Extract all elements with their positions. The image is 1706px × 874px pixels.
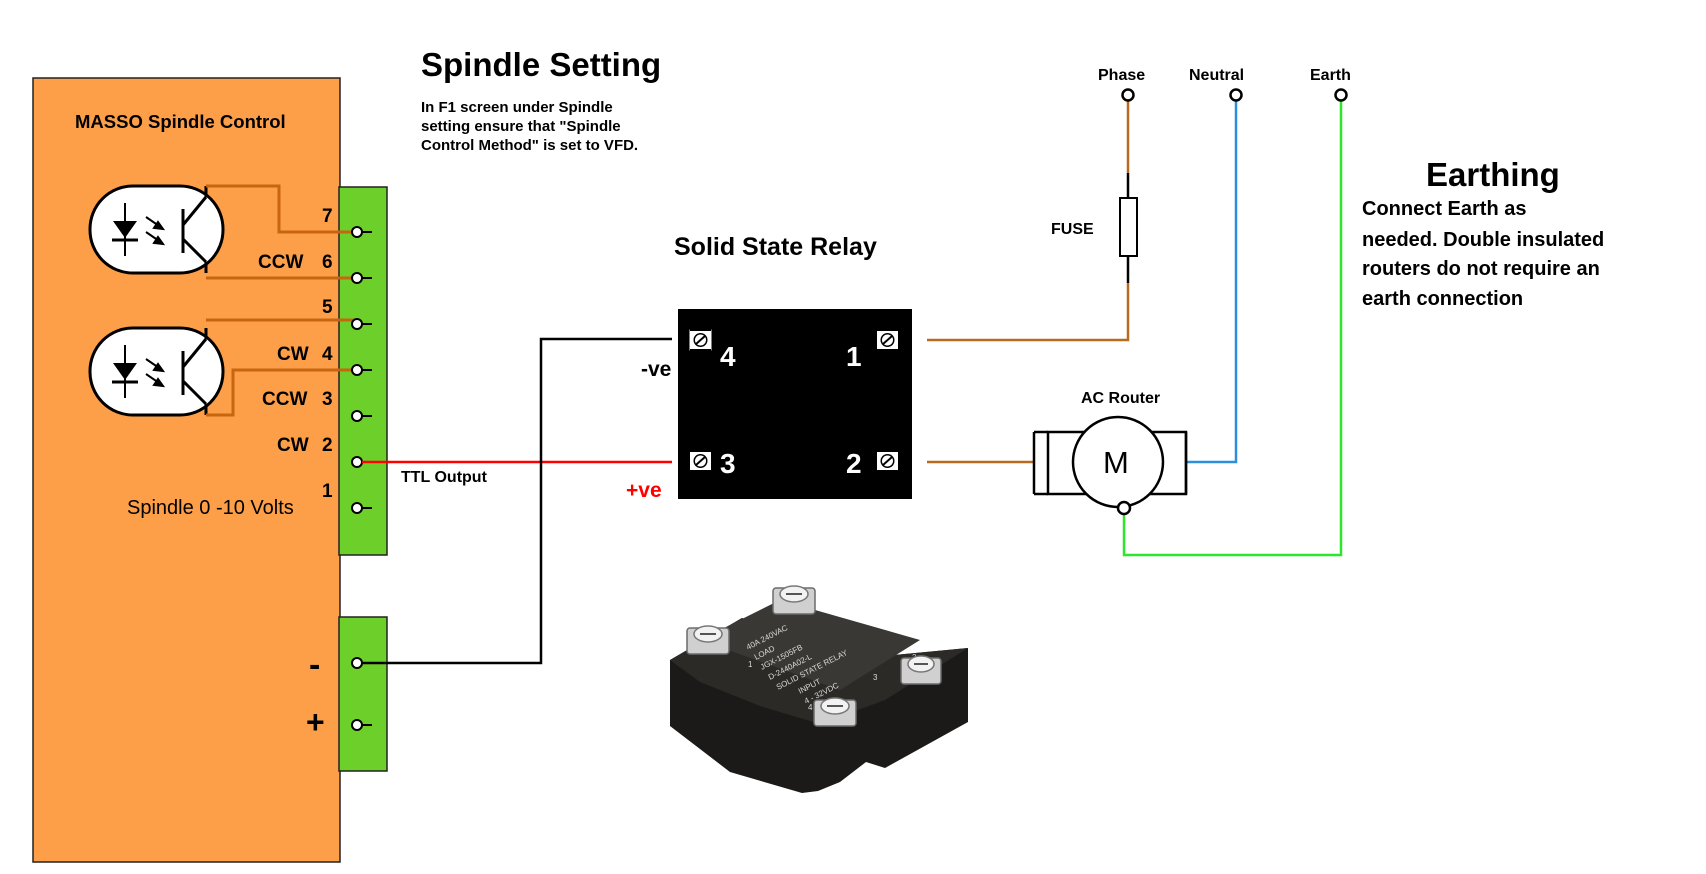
pin-2-number: 2 — [322, 435, 333, 456]
router-title: AC Router — [1081, 390, 1160, 407]
led-symbol — [112, 345, 138, 398]
relay-photo-face — [700, 600, 920, 690]
spindle-setting-note: In F1 screen under Spindle setting ensur… — [421, 99, 638, 154]
spindle-setting-note-line-2: setting ensure that "Spindle — [421, 118, 621, 135]
spindle-voltage-label: Spindle 0 -10 Volts — [127, 497, 294, 519]
pin-4-cw-label: CW — [277, 344, 309, 365]
earthing-note-line-3: routers do not require an — [1362, 258, 1600, 280]
pin-4-number: 4 — [322, 344, 333, 365]
pin-6-number: 6 — [322, 252, 333, 273]
phototransistor-symbol — [181, 328, 208, 415]
neutral-wire — [1186, 101, 1238, 464]
terminal-6 — [351, 272, 363, 284]
optocoupler-1 — [88, 184, 225, 275]
solid-state-relay — [678, 309, 912, 499]
spindle-setting-title: Spindle Setting — [421, 46, 661, 83]
relay-terminal-2 — [877, 450, 898, 472]
spindle-setting-note-line-1: In F1 screen under Spindle — [421, 99, 613, 116]
terminal-5 — [351, 318, 363, 330]
earthing-note-line-4: earth connection — [1362, 288, 1523, 310]
optocoupler-wiring — [206, 184, 357, 417]
pin-2-cw-label: CW — [277, 435, 309, 456]
relay-title: Solid State Relay — [674, 233, 877, 261]
terminal-screws — [351, 226, 363, 731]
terminal-stubs — [362, 231, 372, 726]
pin-3-number: 3 — [322, 389, 333, 410]
ac-router-motor — [1032, 415, 1188, 516]
neutral-terminal — [1229, 88, 1243, 102]
neutral-label: Neutral — [1189, 67, 1244, 84]
led-symbol — [112, 203, 138, 256]
relay-photo-label: 40A 240VAC LOAD JGX-1505FB D-2440A02-L S… — [745, 623, 917, 712]
pin-5-number: 5 — [322, 297, 333, 318]
relay-terminal-3 — [690, 450, 711, 472]
relay-terminal-1 — [877, 329, 898, 351]
relay-photo-t4: 4 — [808, 703, 813, 712]
terminal-plus — [351, 719, 363, 731]
ttl-output-label: TTL Output — [401, 469, 488, 486]
phototransistor-symbol — [181, 186, 208, 273]
light-arrows-icon — [145, 358, 166, 388]
optocoupler-2-body — [88, 326, 225, 417]
relay-terminal-1-number: 1 — [846, 341, 862, 372]
relay-terminal-4 — [689, 329, 712, 351]
terminal-4 — [351, 364, 363, 376]
relay-terminal-3-number: 3 — [720, 448, 736, 479]
pin-7-number: 7 — [322, 206, 333, 227]
power-minus-label: - — [309, 646, 320, 684]
optocoupler-1-body — [88, 184, 225, 275]
terminal-minus — [351, 657, 363, 669]
relay-photo-t3: 3 — [873, 673, 878, 682]
pin-1-number: 1 — [322, 481, 333, 502]
terminal-1 — [351, 502, 363, 514]
earthing-title: Earthing — [1426, 156, 1560, 193]
mains-terminals — [1121, 88, 1348, 102]
terminal-2 — [351, 456, 363, 468]
pin-6-ccw-label: CCW — [258, 252, 303, 273]
spindle-setting-note-line-3: Control Method" is set to VFD. — [421, 137, 638, 154]
mains-labels: Phase Neutral Earth FUSE — [1051, 67, 1351, 238]
earth-wire — [1122, 101, 1343, 557]
motor-label: M — [1103, 445, 1129, 480]
relay-photo-t1: 1 — [748, 660, 753, 669]
relay-terminal-numbers: 4 3 1 2 — [720, 341, 862, 479]
terminal-3 — [351, 410, 363, 422]
terminal-7 — [351, 226, 363, 238]
live-wire — [927, 101, 1130, 342]
fuse-symbol — [1119, 197, 1138, 257]
router-earth-terminal — [1116, 500, 1132, 516]
power-terminal-block — [338, 616, 388, 772]
light-arrows-icon — [145, 216, 166, 246]
earthing-note-line-2: needed. Double insulated — [1362, 229, 1604, 251]
fuse-label: FUSE — [1051, 221, 1094, 238]
pin-3-ccw-label: CCW — [262, 389, 307, 410]
phase-label: Phase — [1098, 67, 1145, 84]
relay-terminal-4-number: 4 — [720, 341, 736, 372]
neg-label: -ve — [641, 358, 671, 381]
power-plus-label: + — [306, 704, 325, 740]
ground-wire — [362, 337, 672, 665]
relay-terminal-2-number: 2 — [846, 448, 862, 479]
earth-label: Earth — [1310, 67, 1351, 84]
pos-label: +ve — [626, 479, 662, 502]
earth-terminal — [1334, 88, 1348, 102]
earthing-note-line-1: Connect Earth as — [1362, 198, 1526, 220]
relay-photo: 40A 240VAC LOAD JGX-1505FB D-2440A02-L S… — [670, 585, 968, 793]
earthing-note: Connect Earth as needed. Double insulate… — [1362, 198, 1604, 310]
pin-labels: 7 6 5 4 3 2 1 CCW CW CCW CW — [258, 206, 333, 502]
phase-terminal — [1121, 88, 1135, 102]
relay-photo-screws — [686, 585, 942, 727]
optocoupler-2 — [88, 326, 225, 417]
controller-title: MASSO Spindle Control — [75, 111, 286, 132]
